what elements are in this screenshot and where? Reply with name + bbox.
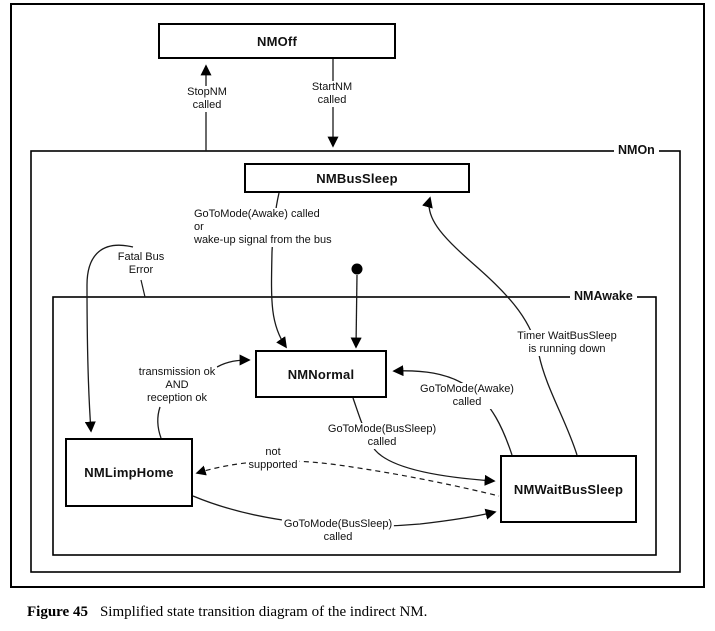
state-nmnormal-label: NMNormal xyxy=(287,366,355,382)
state-nmlimphome-label: NMLimpHome xyxy=(84,465,174,480)
label-wakeup: GoToMode(Awake) called or wake-up signal… xyxy=(192,208,334,247)
label-gotomode-bussleep-normal: GoToMode(BusSleep) called xyxy=(325,423,439,449)
label-gotomode-awake: GoToMode(Awake) called xyxy=(418,383,516,409)
transition-timer-arrow xyxy=(422,196,578,456)
transition-transmission-ok-arrow xyxy=(216,354,251,368)
state-nmoff-label: NMOff xyxy=(257,33,297,49)
fatal-bus-error-label-leader xyxy=(140,279,146,298)
nmawake-container-frame xyxy=(52,296,657,556)
transition-gotomode-bussleep-normal-arrow xyxy=(352,397,496,486)
transition-not-supported-dashed-arrow xyxy=(195,460,500,497)
label-transmission-ok: transmission ok AND reception ok xyxy=(136,366,218,405)
state-nmnormal: NMNormal xyxy=(255,350,387,398)
initial-state-dot xyxy=(351,263,363,275)
nmon-container-label: NMOn xyxy=(614,143,659,157)
label-gotomode-bussleep-limphome: GoToMode(BusSleep) called xyxy=(281,518,395,544)
outer-figure-frame xyxy=(10,3,705,588)
transition-transmission-ok-leader xyxy=(157,406,162,439)
nmon-container-frame xyxy=(30,150,681,573)
state-nmlimphome: NMLimpHome xyxy=(65,438,193,507)
label-timer-waitbussleep: Timer WaitBusSleep is running down xyxy=(515,330,619,356)
state-nmoff: NMOff xyxy=(158,23,396,59)
figure-caption: Figure 45 Simplified state transition dia… xyxy=(27,604,687,621)
label-startnm: StartNM called xyxy=(309,81,355,107)
transition-fatal-bus-error-arrow xyxy=(84,244,134,433)
state-nmwaitbussleep-label: NMWaitBusSleep xyxy=(513,481,624,497)
state-nmbussleep: NMBusSleep xyxy=(244,163,470,193)
figure-caption-number: Figure 45 xyxy=(27,604,88,620)
nmawake-container-label: NMAwake xyxy=(570,289,637,303)
label-not-supported: not supported xyxy=(246,446,300,472)
state-nmwaitbussleep: NMWaitBusSleep xyxy=(500,455,637,523)
initial-state-arrow xyxy=(350,274,362,349)
state-nmbussleep-label: NMBusSleep xyxy=(316,170,398,186)
label-fatal-bus-error: Fatal Bus Error xyxy=(115,251,167,277)
figure-caption-text: Simplified state transition diagram of t… xyxy=(99,604,428,620)
label-stopnm: StopNM called xyxy=(185,86,229,112)
